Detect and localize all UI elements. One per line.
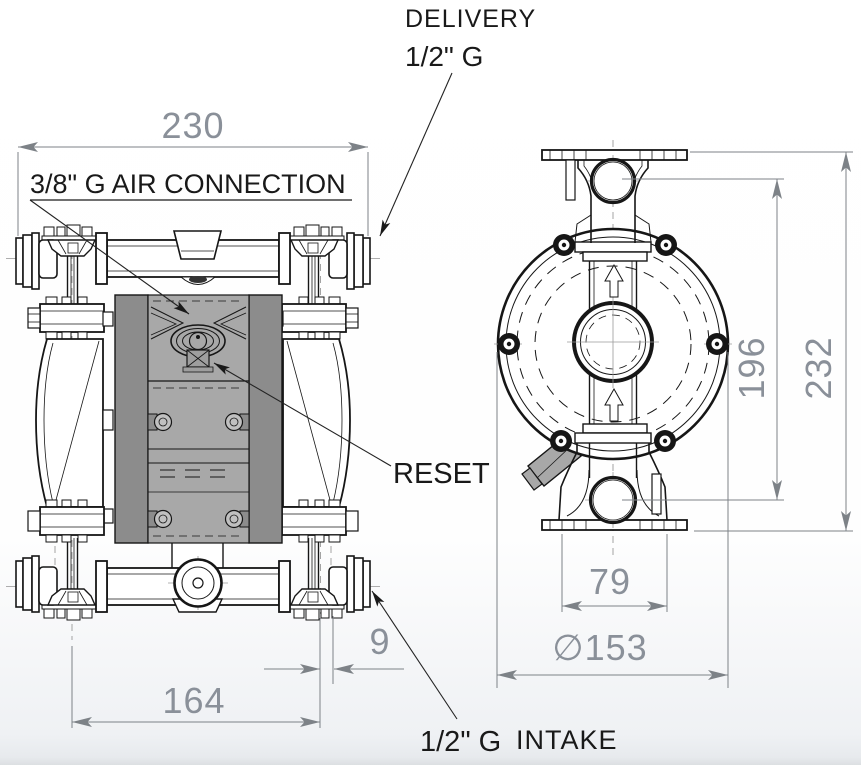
fitting-bottom-left	[15, 537, 98, 621]
callout-reset: RESET	[213, 362, 490, 490]
side-view	[494, 140, 732, 556]
delivery-port	[589, 157, 637, 205]
dim-intake-offset: 9	[369, 621, 390, 662]
dim-overall-height: 232	[798, 336, 839, 399]
dimension-232: 232	[690, 151, 853, 532]
diaphragm-chamber-right	[272, 296, 359, 543]
air-valve	[170, 324, 226, 373]
callout-air-connection: 3/8" G AIR CONNECTION	[29, 169, 352, 315]
drain-port	[168, 556, 228, 610]
flow-arrow-icon	[604, 263, 624, 422]
center-boss	[567, 296, 659, 388]
delivery-size-label: 1/2" G	[405, 41, 483, 72]
fitting-bottom-right	[288, 537, 371, 621]
front-view	[6, 224, 380, 640]
callout-delivery: DELIVERY 1/2" G	[379, 5, 536, 237]
intake-size-label: 1/2" G	[420, 726, 501, 758]
intake-flange	[541, 443, 688, 531]
dimension-164: 164	[71, 618, 321, 728]
air-connection-label: 3/8" G AIR CONNECTION	[30, 169, 346, 199]
dim-port-height: 196	[731, 336, 772, 399]
fitting-top-right	[288, 224, 371, 308]
intake-label: INTAKE	[516, 725, 618, 755]
housing-bolts	[498, 234, 728, 452]
diaphragm-chamber-left	[27, 296, 114, 543]
dim-body-diameter: ∅153	[552, 627, 647, 668]
callout-intake: 1/2" G INTAKE	[371, 590, 618, 758]
dimension-9: 9	[264, 616, 404, 684]
dimension-230: 230	[17, 105, 369, 236]
dimension-diameter-153: ∅153	[496, 352, 729, 688]
fitting-top-left	[15, 224, 98, 308]
center-body	[114, 294, 283, 544]
delivery-label: DELIVERY	[405, 5, 536, 33]
reset-label: RESET	[393, 458, 490, 490]
dim-foot-spacing: 164	[162, 680, 225, 721]
dimension-196: 196	[622, 178, 784, 501]
top-manifold	[95, 230, 291, 285]
dim-overall-width: 230	[161, 105, 224, 146]
vent-slots	[160, 469, 225, 478]
delivery-flange	[541, 149, 688, 243]
dim-flange-width: 79	[589, 561, 631, 602]
dimension-79: 79	[561, 534, 668, 612]
bottom-manifold	[95, 540, 291, 613]
